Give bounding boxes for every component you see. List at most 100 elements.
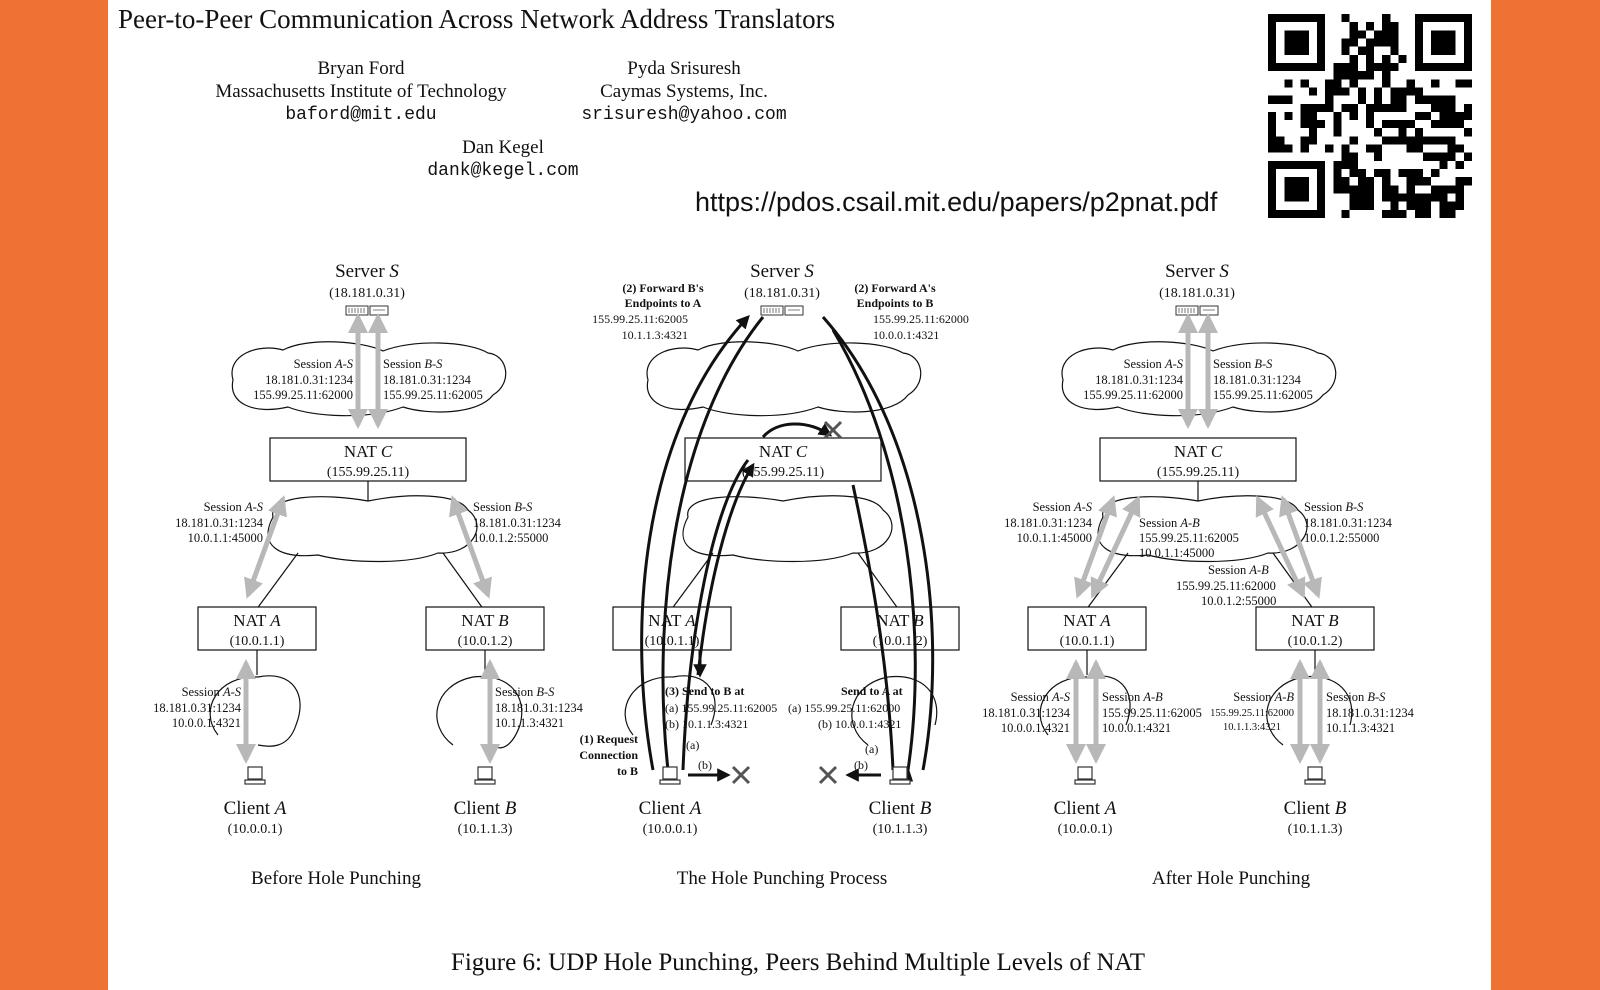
nat-b-box <box>425 606 545 651</box>
svg-text:155.99.25.11:62005: 155.99.25.11:62005 <box>1139 531 1239 545</box>
svg-text:155.99.25.11:62000: 155.99.25.11:62000 <box>873 312 969 326</box>
svg-text:10.0.0.1:4321: 10.0.0.1:4321 <box>1102 721 1171 735</box>
svg-text:155.99.25.11:62000: 155.99.25.11:62000 <box>253 388 353 402</box>
hole-punch-arrows <box>640 315 935 782</box>
svg-text:18.181.0.31:1234: 18.181.0.31:1234 <box>1213 373 1302 387</box>
svg-text:to B: to B <box>617 764 638 778</box>
svg-text:155.99.25.11:62005: 155.99.25.11:62005 <box>1102 706 1202 720</box>
svg-text:18.181.0.31:1234: 18.181.0.31:1234 <box>175 516 264 530</box>
nat-c-box <box>1099 437 1297 482</box>
svg-text:18.181.0.31:1234: 18.181.0.31:1234 <box>1004 516 1093 530</box>
server-ip: (18.181.0.31) <box>329 286 405 301</box>
author-email: baford@mit.edu <box>285 105 437 125</box>
svg-text:10.0.1.2:55000: 10.0.1.2:55000 <box>1304 531 1379 545</box>
client-b-label: Client B <box>1284 798 1347 819</box>
svg-text:18.181.0.31:1234: 18.181.0.31:1234 <box>495 701 584 715</box>
nat-b-label: NAT B <box>461 611 509 630</box>
nat-c-label: NAT C <box>759 442 808 461</box>
svg-text:(b): (b) <box>854 758 868 772</box>
step-labels: (2) Forward B's Endpoints to A (2) Forwa… <box>579 281 936 778</box>
svg-text:(3) Send to B at: (3) Send to B at <box>665 684 744 698</box>
svg-text:10.1.1.3:4321: 10.1.1.3:4321 <box>1326 721 1395 735</box>
paper-page: Peer-to-Peer Communication Across Networ… <box>108 0 1491 990</box>
nat-b-ip: (10.0.1.2) <box>458 634 513 649</box>
svg-text:(2) Forward A's: (2) Forward A's <box>854 281 936 295</box>
svg-text:(a): (a) <box>865 742 878 756</box>
lan-cloud-b <box>851 675 938 746</box>
svg-text:Session B-S: Session B-S <box>1213 357 1273 371</box>
author-affiliation: Massachusetts Institute of Technology <box>215 81 507 102</box>
author-email: srisuresh@yahoo.com <box>581 105 787 125</box>
svg-text:Endpoints to A: Endpoints to A <box>625 296 702 310</box>
session-arrows <box>1066 313 1330 764</box>
computer-icon <box>244 766 496 785</box>
nat-b-label: NAT B <box>876 611 924 630</box>
nat-a-ip: (10.0.1.1) <box>1060 634 1115 649</box>
svg-text:Session A-B: Session A-B <box>1208 563 1269 577</box>
svg-text:Send to A at: Send to A at <box>841 684 903 698</box>
server-icon <box>1175 305 1219 316</box>
svg-text:(1) Request: (1) Request <box>580 732 638 746</box>
panel-after: Server S (18.181.0.31) NAT C (155.99.25.… <box>982 261 1414 889</box>
svg-text:155.99.25.11:62000: 155.99.25.11:62000 <box>1210 708 1294 719</box>
svg-text:10.0.1.1:45000: 10.0.1.1:45000 <box>1017 531 1092 545</box>
panel-process: Server S (18.181.0.31) NAT C (155.99.25.… <box>579 261 969 889</box>
svg-text:Endpoints to B: Endpoints to B <box>857 296 934 310</box>
svg-text:10.0.0.1:4321: 10.0.0.1:4321 <box>172 716 241 730</box>
svg-text:10.0.0.1:4321: 10.0.0.1:4321 <box>1001 721 1070 735</box>
nat-b-label: NAT B <box>1291 611 1339 630</box>
author-name: Dan Kegel <box>462 137 544 158</box>
svg-text:(b): (b) <box>698 758 712 772</box>
author-name: Bryan Ford <box>317 58 405 79</box>
server-label: Server S <box>750 261 814 282</box>
nat-a-label: NAT A <box>233 611 281 630</box>
panel-before: Server S (18.181.0.31) NAT C (155.99.25.… <box>153 261 583 889</box>
svg-text:(a) 155.99.25.11:62005: (a) 155.99.25.11:62005 <box>665 701 777 715</box>
client-b-label: Client B <box>869 798 932 819</box>
svg-text:18.181.0.31:1234: 18.181.0.31:1234 <box>383 373 472 387</box>
svg-text:18.181.0.31:1234: 18.181.0.31:1234 <box>1095 373 1184 387</box>
nat-c-box <box>684 437 882 482</box>
nat-a-ip: (10.0.1.1) <box>230 634 285 649</box>
nat-b-box <box>1255 606 1375 651</box>
server-label: Server S <box>335 261 399 282</box>
isp-cloud <box>682 495 893 563</box>
svg-text:Session A-S: Session A-S <box>1124 357 1184 371</box>
svg-text:Session B-S: Session B-S <box>383 357 443 371</box>
server-icon <box>345 305 389 316</box>
svg-text:10.0.1.2:55000: 10.0.1.2:55000 <box>1201 594 1276 608</box>
nat-a-ip: (10.0.1.1) <box>645 634 700 649</box>
qr-code-image[interactable] <box>1268 14 1472 218</box>
paper-url-link[interactable]: https://pdos.csail.mit.edu/papers/p2pnat… <box>695 187 1218 217</box>
svg-text:18.181.0.31:1234: 18.181.0.31:1234 <box>982 706 1071 720</box>
nat-a-box <box>1027 606 1147 651</box>
svg-text:Connection: Connection <box>579 748 638 762</box>
author-name: Pyda Srisuresh <box>627 58 741 79</box>
server-icon <box>760 305 804 316</box>
server-ip: (18.181.0.31) <box>1159 286 1235 301</box>
server-label: Server S <box>1165 261 1229 282</box>
nat-b-ip: (10.0.1.2) <box>1288 634 1343 649</box>
svg-text:Session A-S: Session A-S <box>1011 690 1071 704</box>
svg-text:(a): (a) <box>686 738 699 752</box>
panel-title: Before Hole Punching <box>251 868 421 889</box>
nat-a-box <box>197 606 317 651</box>
svg-text:Session A-B: Session A-B <box>1102 690 1163 704</box>
nat-diagram: Server S (18.181.0.31) NAT C (155.99.25.… <box>153 261 1414 889</box>
svg-text:155.99.25.11:62005: 155.99.25.11:62005 <box>592 312 688 326</box>
svg-text:10.1.1.3:4321: 10.1.1.3:4321 <box>1223 722 1281 733</box>
svg-text:18.181.0.31:1234: 18.181.0.31:1234 <box>153 701 242 715</box>
svg-text:155.99.25.11:62000: 155.99.25.11:62000 <box>1176 579 1276 593</box>
svg-text:(2) Forward B's: (2) Forward B's <box>622 281 704 295</box>
nat-c-ip: (155.99.25.11) <box>327 465 410 480</box>
svg-text:Session A-B: Session A-B <box>1233 690 1294 704</box>
nat-c-box <box>269 437 467 482</box>
client-a-ip: (10.0.0.1) <box>228 822 283 837</box>
svg-text:Session A-S: Session A-S <box>182 685 242 699</box>
svg-text:18.181.0.31:1234: 18.181.0.31:1234 <box>1326 706 1415 720</box>
svg-text:(a) 155.99.25.11:62000: (a) 155.99.25.11:62000 <box>788 701 900 715</box>
svg-text:Session A-B: Session A-B <box>1139 516 1200 530</box>
isp-cloud <box>267 495 478 563</box>
client-a-ip: (10.0.0.1) <box>1058 822 1113 837</box>
svg-text:18.181.0.31:1234: 18.181.0.31:1234 <box>265 373 354 387</box>
